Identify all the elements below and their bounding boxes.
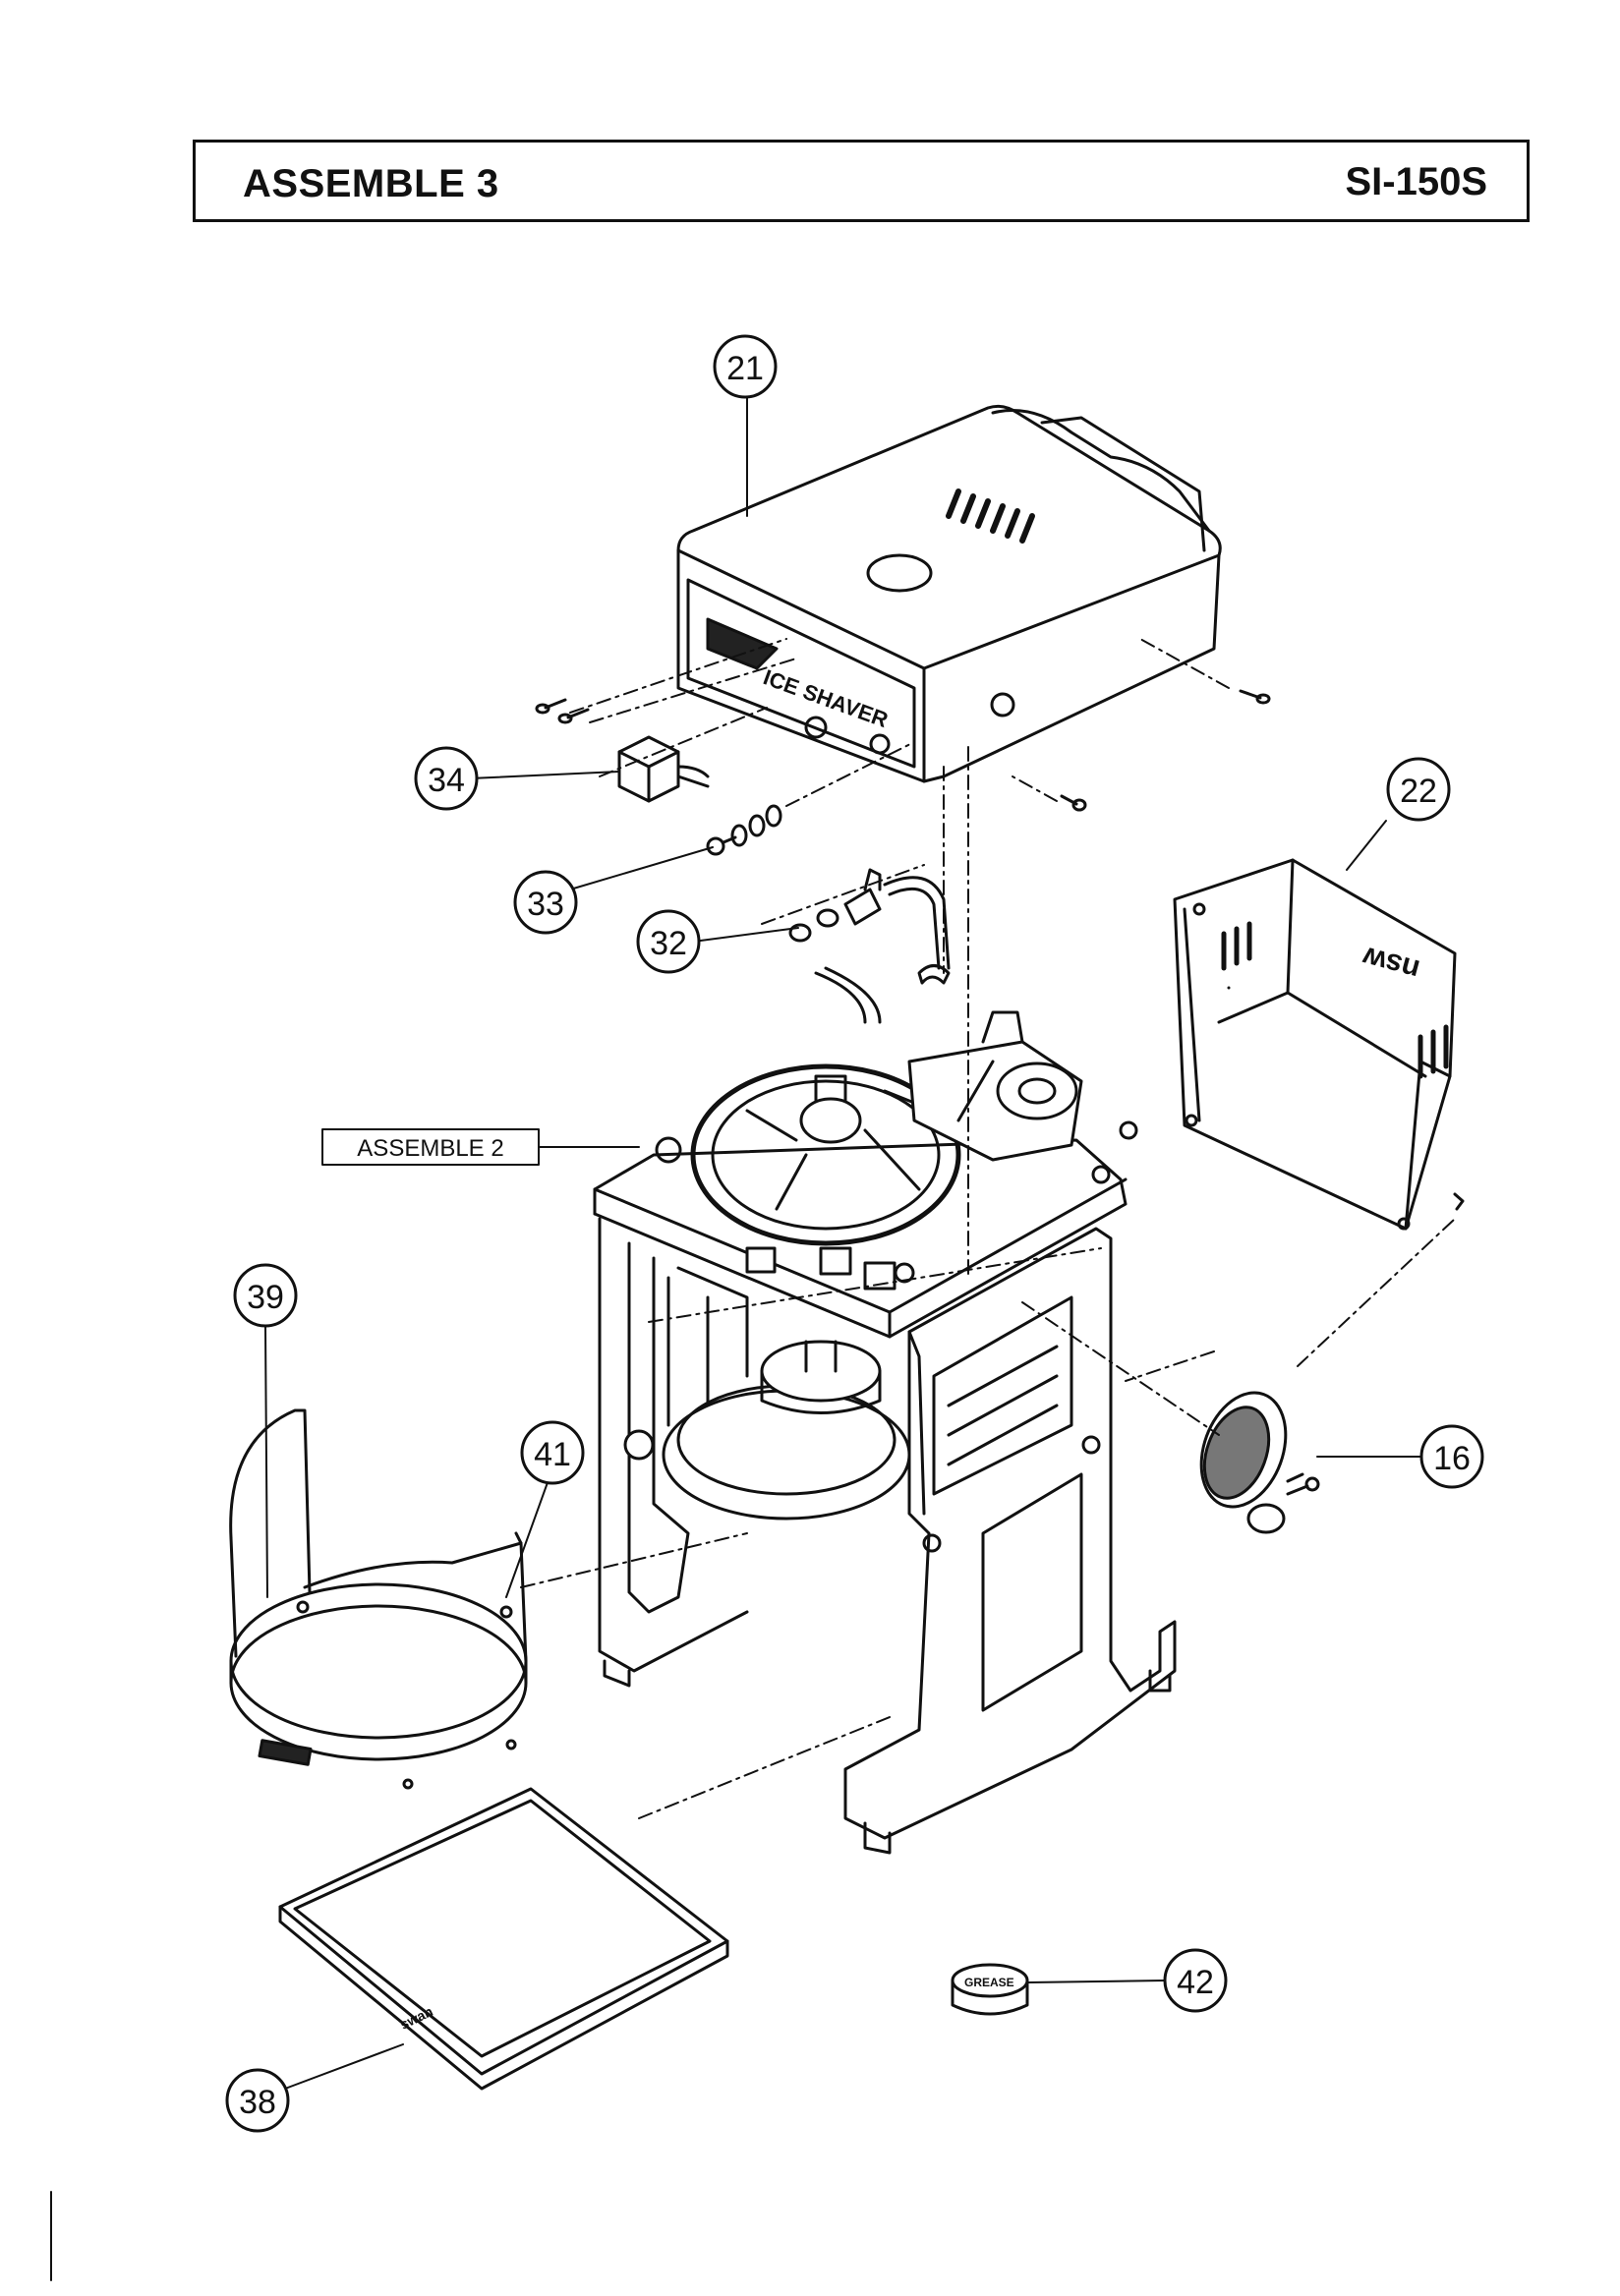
side-panel-part: nsw — [1173, 858, 1465, 1231]
page-title: ASSEMBLE 3 — [243, 162, 499, 205]
drip-tray-part: swan — [278, 1787, 729, 2091]
callout-number: 21 — [726, 350, 764, 387]
leader-lines — [264, 397, 1421, 2090]
top-cover-part: ICE SHAVER — [676, 404, 1222, 783]
callout-number: 32 — [650, 925, 687, 962]
callout-number: 34 — [428, 762, 465, 799]
callout-39: 39 — [233, 1263, 298, 1328]
callout-number: 16 — [1433, 1440, 1471, 1477]
machine-stand-body — [593, 986, 1231, 1855]
callout-21: 21 — [713, 334, 778, 399]
grease-can-part: GREASE — [951, 1963, 1029, 2016]
callout-16: 16 — [1419, 1424, 1484, 1489]
callout-number: 39 — [247, 1279, 284, 1316]
screw-washer-part — [706, 804, 782, 856]
assembly-guide-lines — [520, 638, 1456, 1819]
assemble-2-reference-label: ASSEMBLE 2 — [321, 1128, 540, 1166]
screws — [535, 689, 1304, 1483]
blade-knob-part — [1199, 1391, 1320, 1534]
grease-label: GREASE — [964, 1976, 1014, 1989]
guard-ring-part — [229, 1408, 528, 1790]
callout-number: 33 — [527, 886, 564, 923]
switch-box-part — [617, 735, 710, 803]
callout-number: 41 — [534, 1436, 571, 1473]
callout-33: 33 — [513, 870, 578, 935]
assemble-2-text: ASSEMBLE 2 — [357, 1135, 503, 1162]
callout-number: 22 — [1400, 773, 1437, 810]
callout-38: 38 — [225, 2068, 290, 2133]
callout-41: 41 — [520, 1420, 585, 1485]
callout-42: 42 — [1163, 1948, 1228, 2013]
callout-32: 32 — [636, 909, 701, 974]
callout-number: 42 — [1177, 1964, 1214, 2001]
header-box: ASSEMBLE 3 SI-150S — [193, 140, 1530, 222]
toggle-switch-part — [788, 868, 951, 1024]
model-number: SI-150S — [1345, 160, 1487, 203]
callout-number: 38 — [239, 2084, 276, 2121]
callout-34: 34 — [414, 746, 479, 811]
callout-22: 22 — [1386, 757, 1451, 822]
